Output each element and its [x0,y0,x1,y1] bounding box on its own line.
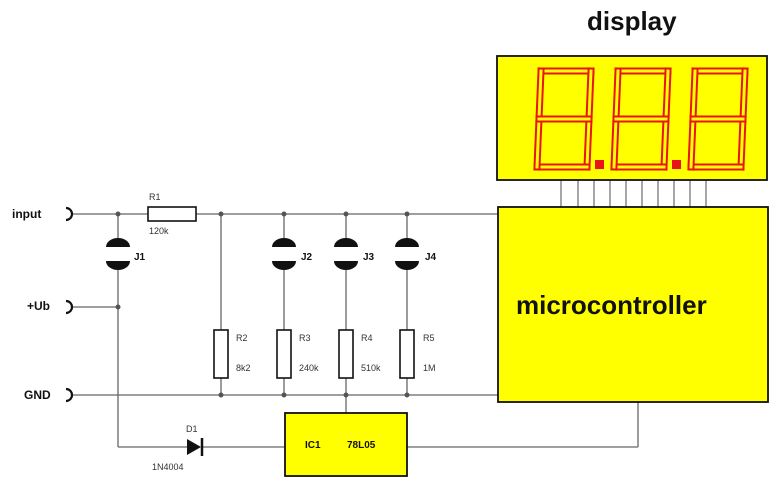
segment-f-inner [614,69,620,121]
r2-value: 8k2 [236,363,251,373]
segment-e-inner [612,117,618,169]
r1-value: 120k [149,226,169,236]
r5-ref: R5 [423,333,435,343]
j3-jumper [334,238,358,270]
seven-segment-digits [533,67,749,171]
segment-b-inner [664,69,670,121]
j2-jumper [272,238,296,270]
segment-f-inner [537,69,543,121]
gnd-port-label: GND [24,388,51,402]
decimal-point [595,160,604,169]
input-port-label: input [12,207,42,221]
r1-resistor [147,206,197,222]
j4-jumper [395,238,419,270]
j2-label: J2 [301,252,313,263]
segment-f-inner [691,69,697,121]
junction-dots [115,211,410,398]
r2-resistor [213,329,229,379]
r3-ref: R3 [299,333,311,343]
ic1-ref: IC1 [305,440,321,451]
r4-value: 510k [361,363,381,373]
segment-c-inner [662,117,668,169]
ic1-type: 78L05 [347,440,376,451]
ub-port-label: +Ub [27,299,51,313]
segment-e-inner [689,117,695,169]
j3-label: J3 [363,252,375,263]
r3-value: 240k [299,363,319,373]
segment-b-inner [587,69,593,121]
ic1-box [284,412,408,477]
microcontroller-label: microcontroller [516,290,707,320]
digit-1 [533,67,604,171]
microcontroller-box [497,206,769,403]
r5-value: 1M [423,363,436,373]
j4-label: J4 [425,252,437,263]
gnd-port-symbol [65,387,74,403]
r5-resistor [399,329,415,379]
r3-resistor [276,329,292,379]
r4-ref: R4 [361,333,373,343]
segment-b-inner [741,69,747,121]
digit-2 [610,67,681,171]
segment-c-inner [739,117,745,169]
digit-3 [687,67,749,171]
d1-value: 1N4004 [152,462,184,472]
input-port-symbol [65,206,74,222]
d1-ref: D1 [186,424,198,434]
j1-jumper [106,238,130,270]
ub-port-symbol [65,299,74,315]
r2-ref: R2 [236,333,248,343]
r1-ref: R1 [149,192,161,202]
j1-label: J1 [134,252,146,263]
decimal-point [672,160,681,169]
segment-c-inner [585,117,591,169]
segment-e-inner [535,117,541,169]
d1-diode [187,438,204,456]
display-bus [560,180,707,207]
r4-resistor [338,329,354,379]
display-title: display [587,6,677,36]
